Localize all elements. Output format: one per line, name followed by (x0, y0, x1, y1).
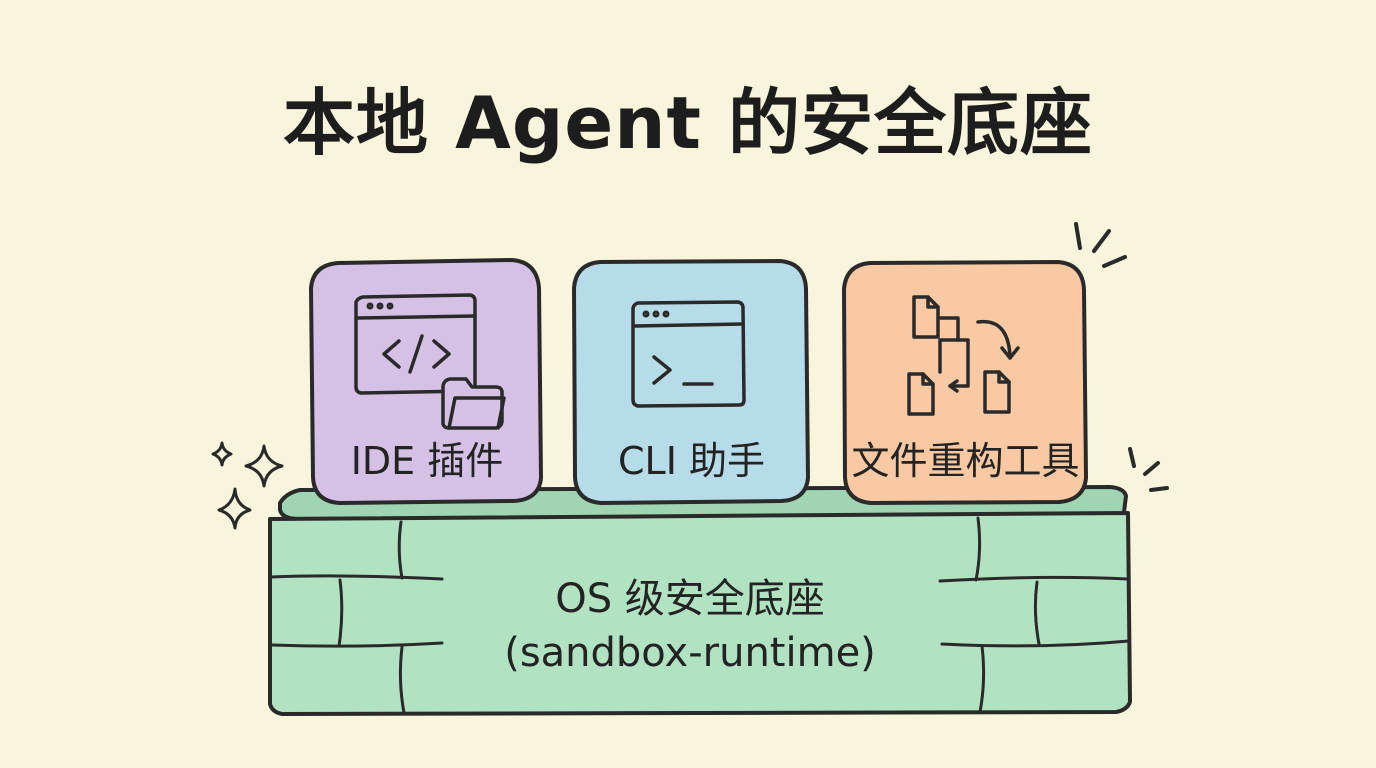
foundation-title: OS 级安全底座 (555, 576, 825, 622)
sparkle-icon (211, 441, 284, 530)
foundation-subtitle: (sandbox-runtime) (504, 630, 876, 676)
card-cli-assistant-label: CLI 助手 (618, 439, 765, 483)
card-ide-plugin (309, 258, 543, 505)
file-refactor-flow-icon (907, 295, 1020, 416)
card-file-refactor-label: 文件重构工具 (851, 439, 1080, 483)
emphasis-lines-icon (1074, 222, 1169, 492)
code-window-with-folder-icon (354, 293, 506, 430)
card-file-refactor-tool (842, 260, 1088, 505)
page-title: 本地 Agent 的安全底座 (283, 81, 1093, 165)
card-ide-plugin-label: IDE 插件 (350, 439, 504, 483)
terminal-window-icon (631, 300, 746, 408)
